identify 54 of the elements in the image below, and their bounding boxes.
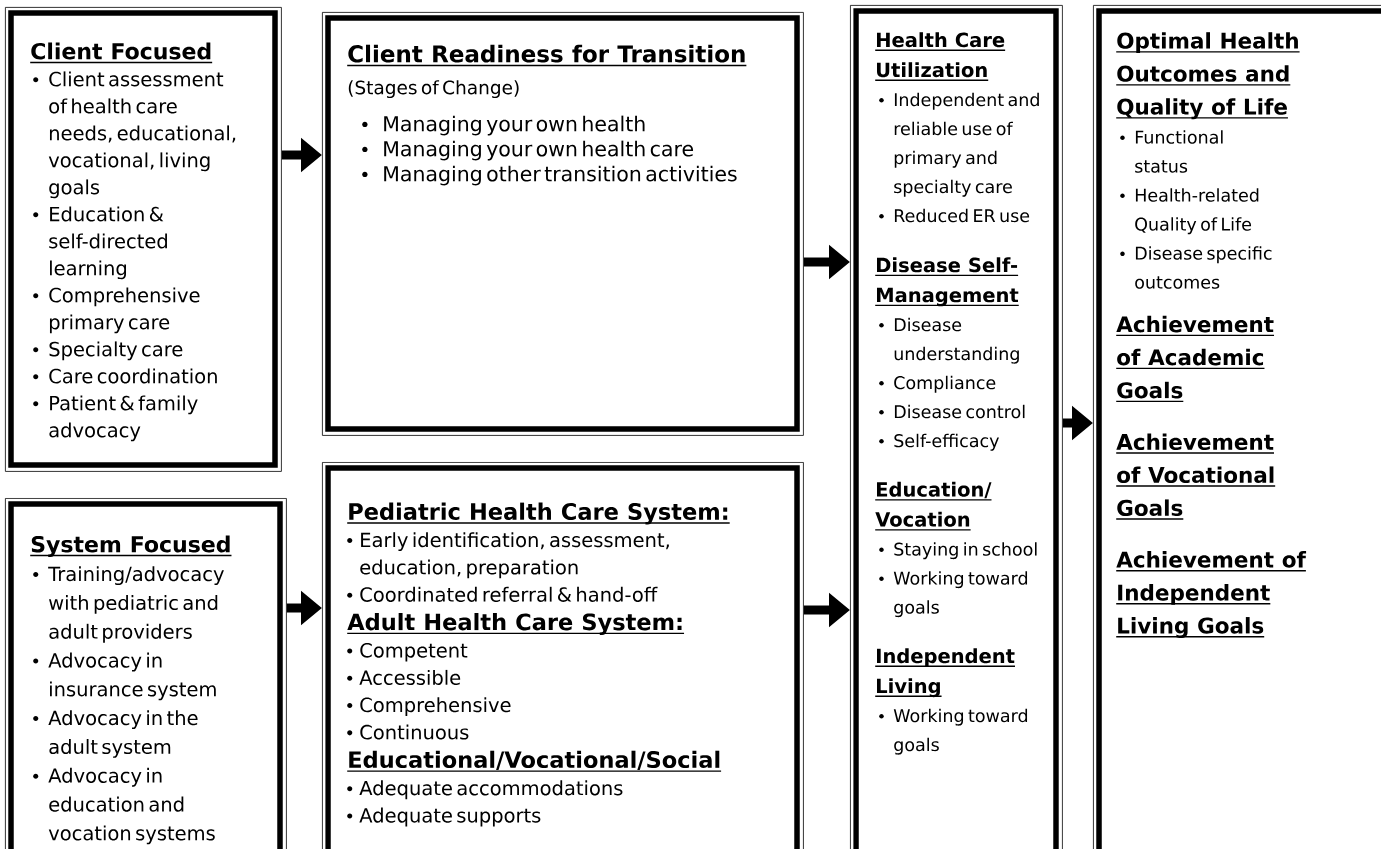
bullet-item: Advocacy in insurance system — [33, 652, 216, 701]
bullet-item: Adequate accommodations — [347, 780, 623, 800]
heading: System Focused — [31, 535, 230, 557]
framed-box — [1093, 5, 1381, 849]
bullet-item: Managing your own health — [362, 115, 645, 136]
bullet-item: Competent — [347, 642, 468, 662]
heading: Achievement of Vocational Goals — [1115, 433, 1276, 520]
bullet-item: Continuous — [347, 724, 469, 740]
heading: Achievement of Independent Living Goals — [1115, 551, 1307, 639]
framed-box — [5, 498, 287, 849]
bullet-item: Compliance — [879, 375, 996, 393]
bullet-item: Specialty care — [33, 341, 183, 361]
bullet-item: Training/advocacy with pediatric and adult providers — [33, 566, 224, 643]
bullet-item: Adequate supports — [347, 807, 541, 827]
framed-box — [850, 5, 1063, 849]
framed-box — [322, 462, 804, 849]
bullet-item: Working toward goals — [879, 571, 1028, 618]
heading: Client Readiness for Transition — [348, 44, 745, 63]
heading: Adult Health Care System: — [347, 613, 682, 635]
heading: Pediatric Health Care System: — [349, 502, 728, 525]
subtitle: (Stages of Change) — [348, 80, 519, 99]
heading: Disease Self-Management — [874, 257, 1020, 307]
bullet-item: Patient & family advocacy — [33, 395, 198, 442]
bullet-item: Disease control — [879, 404, 1025, 419]
bullet-item: Staying in school — [879, 542, 1037, 560]
bullet-item: Accessible — [347, 669, 461, 685]
bullet-item: Reduced ER use — [879, 208, 1030, 223]
bullet-item: Managing your own health care — [362, 140, 694, 161]
bullet-item: Advocacy in the adult system — [33, 710, 198, 758]
bullet-item: Independent and reliable use of primary and specialty care — [879, 92, 1039, 197]
heading: Optimal Health Outcomes and Quality of Life — [1115, 32, 1298, 120]
heading: Health Care Utilization — [874, 32, 1005, 81]
framed-box — [5, 7, 282, 472]
heading: Educational/Vocational/Social — [349, 750, 720, 770]
heading: Education/ Vocation — [874, 481, 992, 531]
bullet-item: Working toward goals — [879, 708, 1028, 755]
bullet-item: Education & self-directed learning — [33, 206, 167, 280]
heading: Independent Living — [874, 648, 1015, 698]
bullet-item: Disease understanding — [879, 317, 1019, 364]
bullet-item: Coordinated referral & hand-off — [347, 586, 658, 602]
bullet-item: Advocacy in education and vocation systems — [33, 767, 215, 845]
bullet-item: Managing other transition activities — [362, 165, 737, 186]
bullet-item: Self-efficacy — [879, 433, 999, 451]
bullet-item: Client assessment of health care needs, educational, vocational, living goals — [33, 71, 236, 199]
bullet-item: Comprehensive primary care — [33, 287, 200, 334]
bullet-item: Early identification, assessment, education, preparation — [347, 532, 669, 579]
heading: Achievement of Academic Goals — [1115, 315, 1274, 403]
bullet-item: Disease specific outcomes — [1120, 246, 1272, 289]
bullet-item: Comprehensive — [347, 697, 511, 717]
bullet-item: Health-related Quality of Life — [1120, 188, 1259, 235]
bullet-item: Functional status — [1120, 130, 1223, 173]
heading: Client Focused — [31, 42, 211, 60]
bullet-item: Care coordination — [33, 368, 217, 384]
framed-box — [322, 12, 804, 436]
